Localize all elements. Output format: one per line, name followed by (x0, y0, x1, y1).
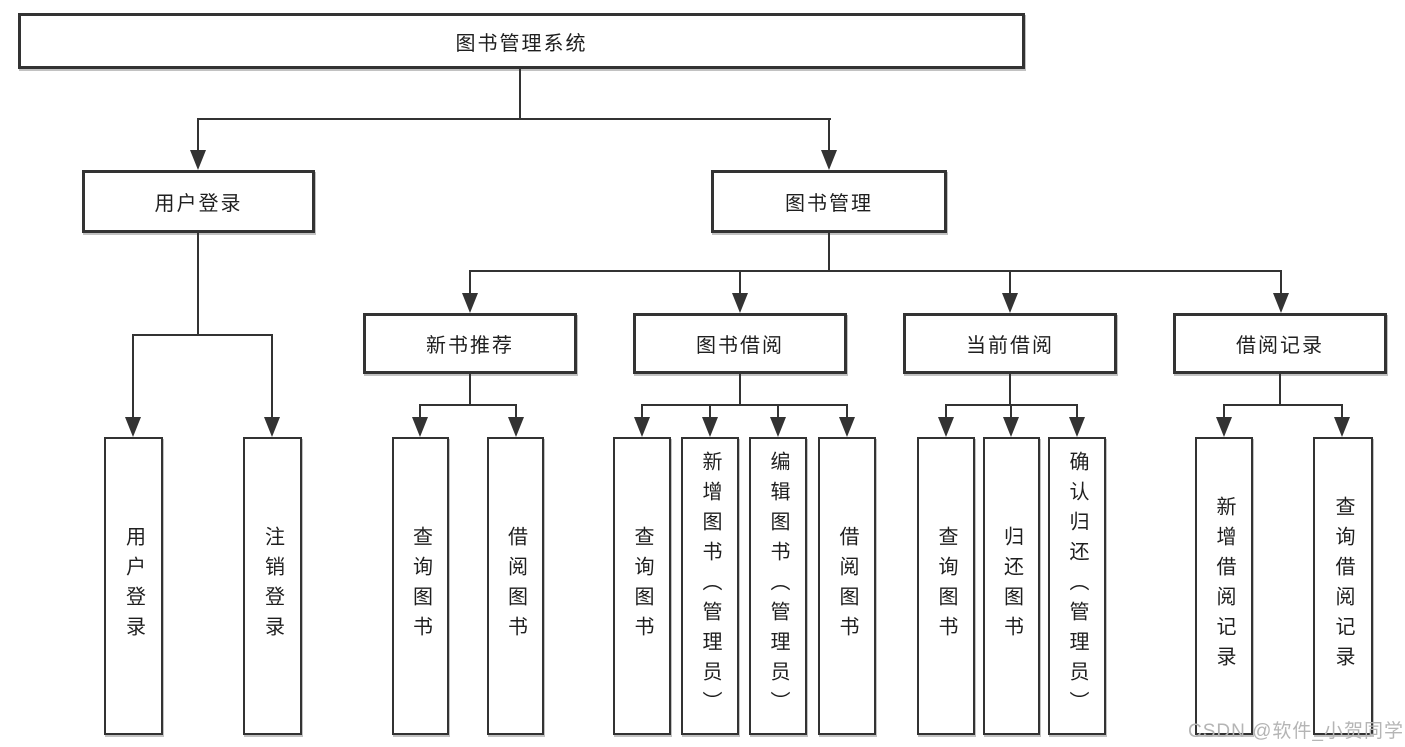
connector-line (515, 404, 517, 420)
connector-line (469, 270, 471, 296)
arrow-down-icon (1003, 417, 1019, 437)
arrow-down-icon (125, 417, 141, 437)
arrow-down-icon (634, 417, 650, 437)
arrow-down-icon (264, 417, 280, 437)
connector-line (519, 69, 521, 120)
connector-line (419, 404, 517, 406)
leaf-cb-confirm-return-admin: 确认归还（管理员） (1048, 437, 1106, 735)
connector-line (1223, 404, 1343, 406)
arrow-down-icon (938, 417, 954, 437)
arrow-down-icon (1002, 293, 1018, 313)
leaf-br-add-record: 新增借阅记录 (1195, 437, 1253, 735)
connector-line (709, 404, 711, 420)
arrow-down-icon (190, 150, 206, 170)
connector-line (1280, 270, 1282, 296)
leaf-bb-add-books-admin: 新增图书（管理员） (681, 437, 739, 735)
connector-line (1009, 374, 1011, 406)
csdn-watermark: CSDN @软件_小贺同学 (1188, 721, 1404, 742)
leaf-logout: 注销登录 (243, 437, 302, 735)
connector-line (132, 334, 134, 419)
connector-line (1009, 270, 1011, 296)
connector-line (1279, 374, 1281, 406)
arrow-down-icon (1069, 417, 1085, 437)
connector-line (777, 404, 779, 420)
connector-line (1076, 404, 1078, 420)
connector-line (197, 118, 831, 120)
leaf-nbr-query-books: 查询图书 (392, 437, 449, 735)
arrow-down-icon (1273, 293, 1289, 313)
leaf-cb-query-books: 查询图书 (917, 437, 975, 735)
node-user-login: 用户登录 (82, 170, 315, 233)
leaf-bb-query-books: 查询图书 (613, 437, 671, 735)
connector-line (197, 118, 199, 152)
connector-line (271, 334, 273, 419)
connector-line (1341, 404, 1343, 420)
connector-line (197, 233, 199, 336)
connector-line (945, 404, 947, 420)
connector-line (641, 404, 848, 406)
leaf-bb-edit-books-admin: 编辑图书（管理员） (749, 437, 807, 735)
leaf-br-query-record: 查询借阅记录 (1313, 437, 1373, 735)
node-root: 图书管理系统 (18, 13, 1025, 69)
connector-line (469, 374, 471, 406)
connector-line (739, 270, 741, 296)
arrow-down-icon (412, 417, 428, 437)
node-borrow-records: 借阅记录 (1173, 313, 1387, 374)
arrow-down-icon (462, 293, 478, 313)
leaf-cb-return-books: 归还图书 (983, 437, 1040, 735)
arrow-down-icon (1216, 417, 1232, 437)
arrow-down-icon (1334, 417, 1350, 437)
connector-line (132, 334, 273, 336)
arrow-down-icon (732, 293, 748, 313)
arrow-down-icon (821, 150, 837, 170)
leaf-user-login: 用户登录 (104, 437, 163, 735)
node-book-borrow: 图书借阅 (633, 313, 847, 374)
connector-line (1010, 404, 1012, 420)
connector-line (846, 404, 848, 420)
connector-line (641, 404, 643, 420)
connector-line (1223, 404, 1225, 420)
node-current-borrow: 当前借阅 (903, 313, 1117, 374)
connector-line (828, 233, 830, 272)
arrow-down-icon (770, 417, 786, 437)
connector-line (739, 374, 741, 406)
arrow-down-icon (508, 417, 524, 437)
arrow-down-icon (839, 417, 855, 437)
connector-line (469, 270, 1282, 272)
connector-line (828, 118, 830, 152)
connector-line (419, 404, 421, 420)
node-book-management: 图书管理 (711, 170, 947, 233)
leaf-nbr-borrow-books: 借阅图书 (487, 437, 544, 735)
arrow-down-icon (702, 417, 718, 437)
node-new-book-recommend: 新书推荐 (363, 313, 577, 374)
leaf-bb-borrow-books: 借阅图书 (818, 437, 876, 735)
